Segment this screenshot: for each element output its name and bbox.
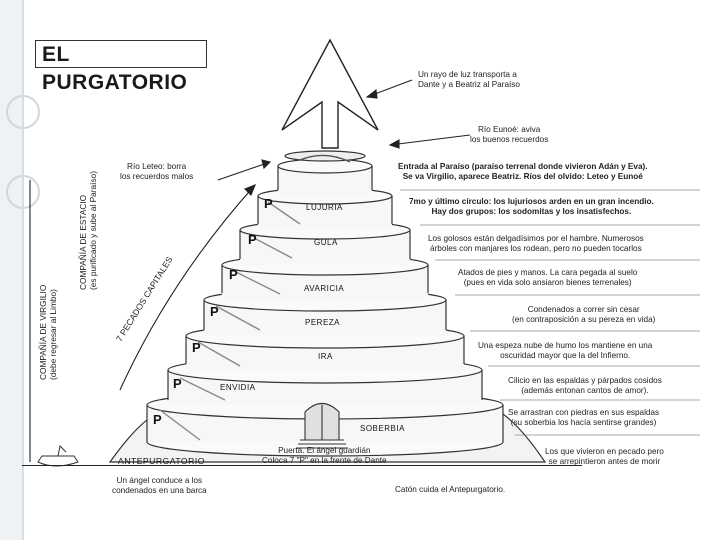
pointer-arrow-lete — [217, 161, 271, 181]
purgatory-door — [296, 402, 348, 449]
p-mark: P — [153, 412, 162, 427]
p-mark: P — [173, 376, 182, 391]
slide-frame-left — [0, 0, 40, 540]
pointer-arrow-eunoe — [389, 134, 471, 146]
note-soberbia: Se arrastran con piedras en sus espaldas… — [508, 408, 660, 427]
light-arrow — [281, 38, 379, 149]
tier-label-lujuria: LUJURIA — [306, 203, 343, 212]
note-ira: Una espeza nube de humo los mantiene en … — [478, 341, 653, 360]
antepurgatorio-label: ANTEPURGATORIO — [118, 456, 205, 466]
winding-paths — [159, 154, 351, 441]
tier-label-pereza: PEREZA — [305, 318, 341, 327]
tier-label-envidia: ENVIDIA — [220, 383, 256, 392]
ground-line — [22, 465, 582, 466]
tier-label-gula: GULA — [314, 238, 338, 247]
separators — [400, 189, 700, 436]
note-avaricia: Atados de pies y manos. La cara pegada a… — [458, 268, 638, 287]
p-mark: P — [192, 340, 201, 355]
p-mark: P — [248, 232, 257, 247]
tier-label-avaricia: AVARICIA — [304, 284, 345, 293]
pecados-arrow — [119, 184, 256, 391]
arrow-head-shape — [281, 38, 379, 149]
p-mark: P — [210, 304, 219, 319]
tier-label-soberbia: SOBERBIA — [360, 424, 405, 433]
arrowhead — [244, 184, 256, 196]
companion-virgilio-label: COMPAÑÍA DE VIRGILIO(debe regresar al Li… — [38, 284, 58, 380]
note-entrada-paraiso: Entrada al Paraíso (paraíso terrenal don… — [398, 162, 648, 181]
note-envidia: Cilicio en las espaldas y párpados cosid… — [508, 376, 662, 395]
caton-note: Catón cuida el Antepurgatorio. — [395, 485, 506, 494]
note-lujuria: 7mo y último círculo: los lujuriosos ard… — [409, 197, 654, 216]
diagram-title: EL PURGATORIO — [35, 40, 207, 94]
p-mark: P — [229, 267, 238, 282]
tier-label-ira: IRA — [318, 352, 333, 361]
arrowhead — [388, 139, 400, 149]
companion-estacio-label: COMPAÑÍA DE ESTACIO(es purificado y sube… — [78, 171, 98, 290]
arrowhead — [261, 159, 272, 170]
pointer-lines — [29, 79, 471, 462]
decorative-ring — [6, 95, 40, 129]
note-gula: Los golosos están delgadísimos por el ha… — [428, 234, 644, 253]
arrowhead — [365, 88, 378, 99]
decorative-ring — [6, 175, 40, 209]
p-mark: P — [264, 196, 273, 211]
note-pereza: Condenados a correr sin cesar(en contrap… — [512, 305, 656, 324]
boat-drawing — [37, 444, 79, 467]
